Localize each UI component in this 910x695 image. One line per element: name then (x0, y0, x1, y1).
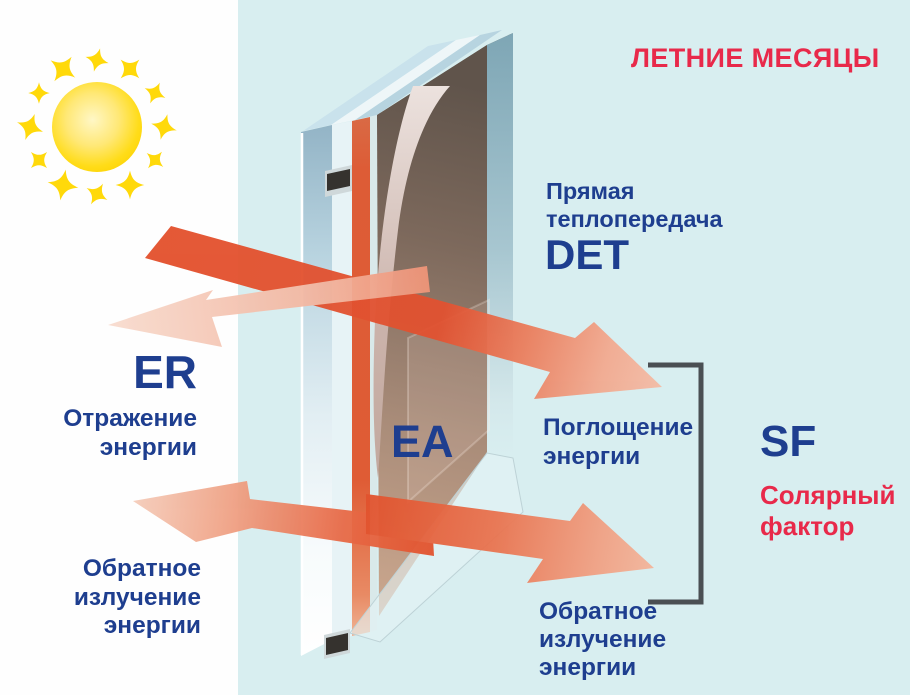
clear-glass-wedge (349, 452, 524, 643)
er-code: ER (133, 346, 197, 398)
ea-code: EA (391, 416, 454, 467)
energy-reflection-label: Отражение энергии (63, 405, 197, 461)
back-radiation-inside-label: Обратное излучение энергии (539, 598, 667, 681)
title-summer-months: ЛЕТНИЕ МЕСЯЦЫ (631, 43, 880, 73)
arrow-incoming-det (145, 226, 662, 399)
det-code: DET (545, 231, 629, 278)
outer-pane-top (303, 40, 456, 131)
sun-icon (12, 45, 181, 211)
gap-top (331, 35, 480, 125)
outer-pane (301, 125, 332, 656)
back-radiation-outside-label: Обратное излучение энергии (73, 555, 201, 639)
solar-factor-label: Солярный фактор (760, 480, 896, 541)
sf-code: SF (760, 417, 817, 466)
arrow-back-radiation-left (133, 481, 434, 556)
energy-arrows (108, 226, 662, 583)
coating-top (355, 30, 502, 120)
coating-layer (352, 117, 370, 636)
sf-bracket (648, 362, 704, 605)
arrow-reradiation-inner (366, 494, 654, 583)
air-gap (332, 121, 352, 640)
energy-absorption-label: Поглощение энергии (543, 414, 694, 470)
direct-heat-transfer-label: Прямая теплопередача (546, 178, 723, 232)
glass-reflection (373, 86, 450, 478)
unit-right-edge (487, 33, 513, 455)
arrow-reflection-er (108, 266, 430, 347)
